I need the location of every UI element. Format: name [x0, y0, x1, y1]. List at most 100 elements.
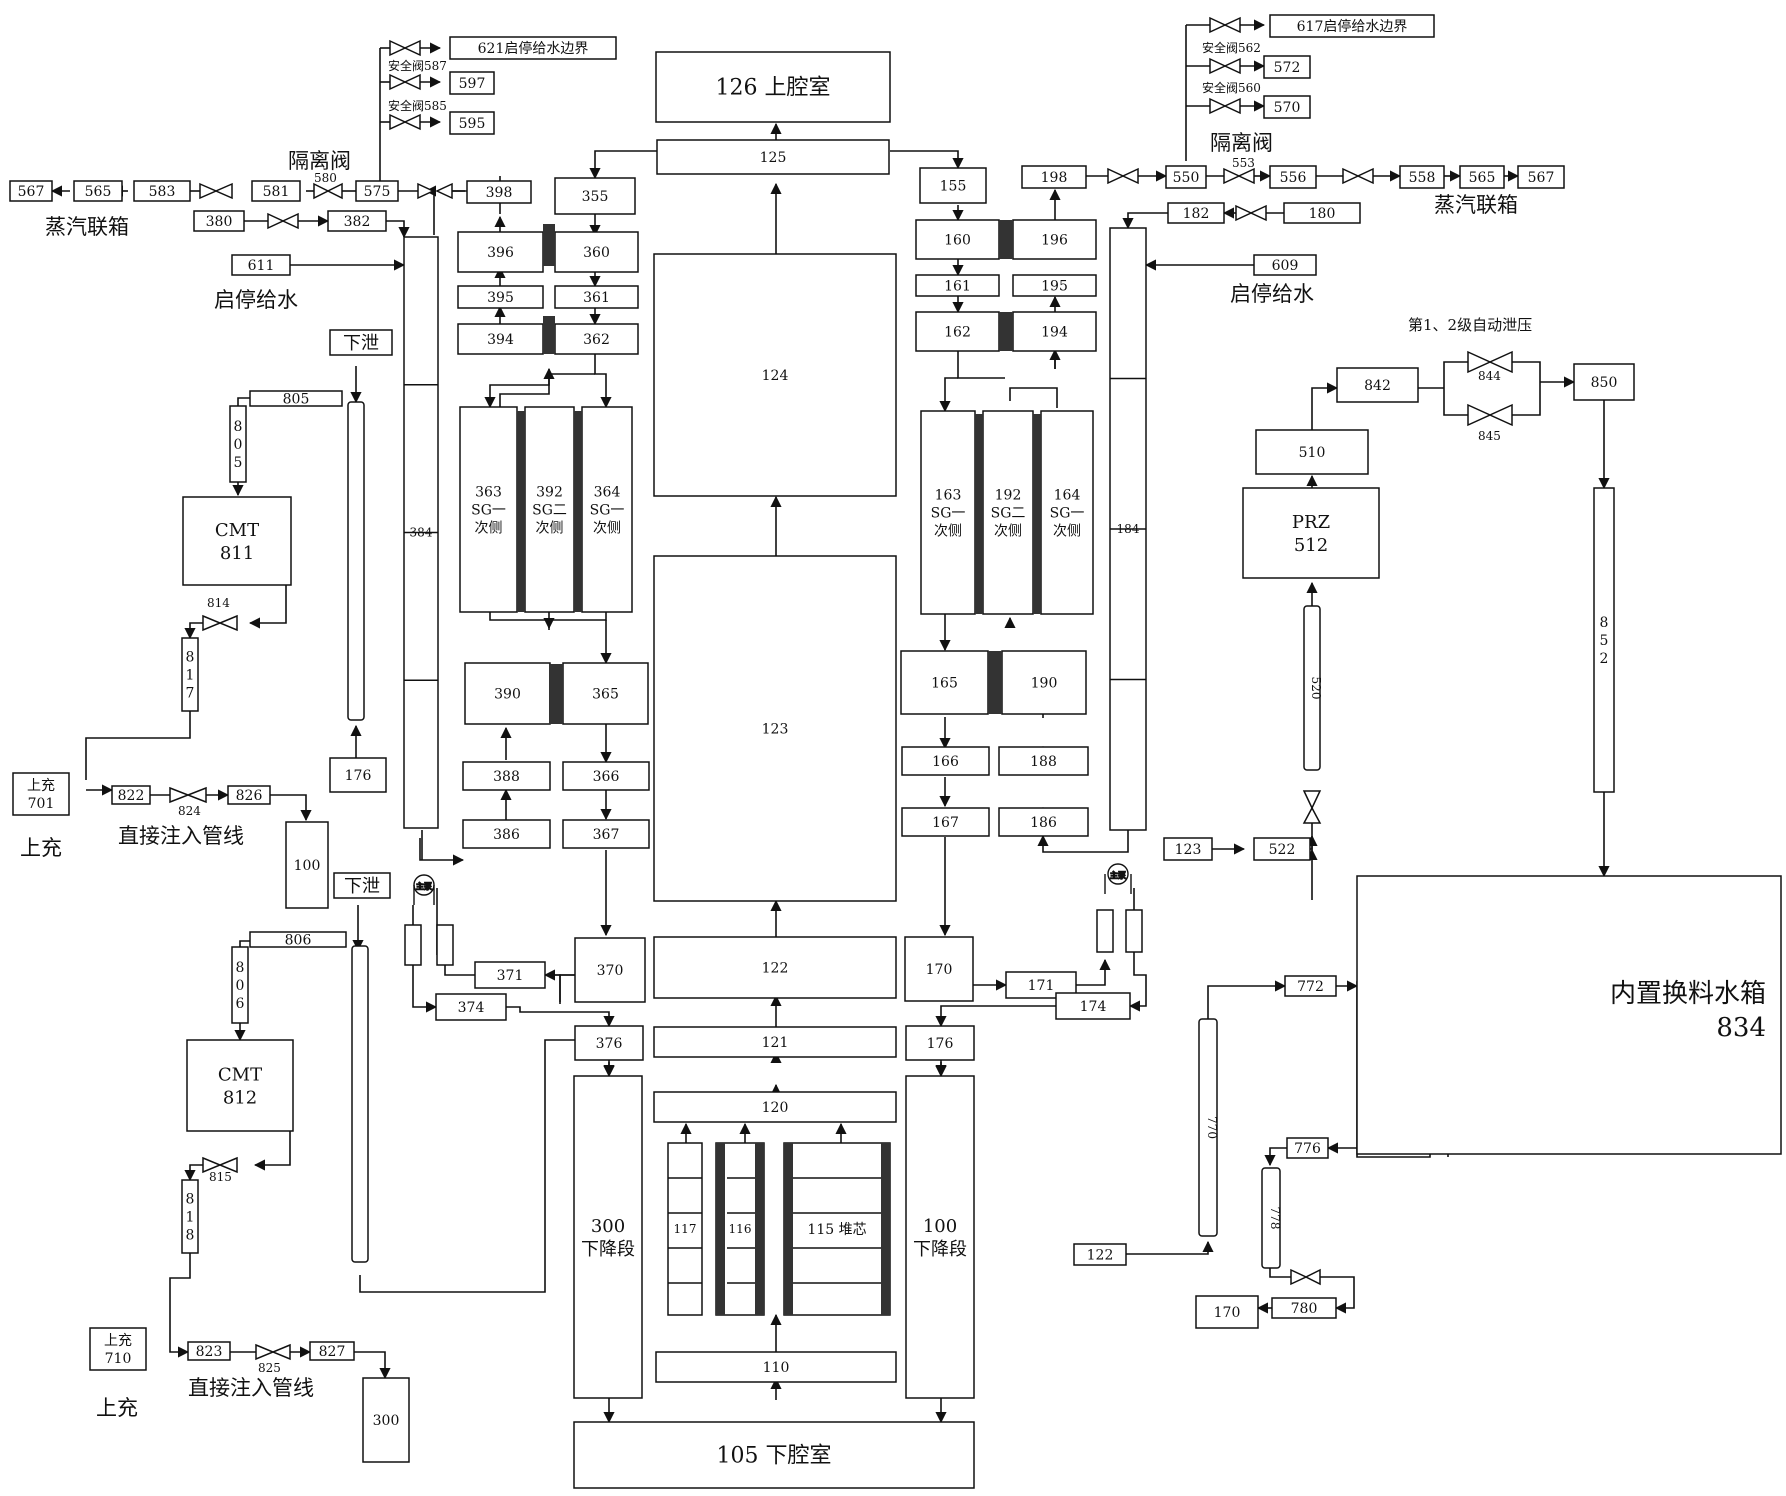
node-380: 380: [193, 210, 245, 232]
auto-depress-label: 第1、2级自动泄压: [1408, 316, 1532, 334]
node-609: 609: [1253, 254, 1317, 276]
valve-562: [1209, 57, 1241, 75]
node-124: 124: [653, 253, 897, 497]
node-806v-label: 6: [236, 996, 245, 1012]
node-370-label: 370: [597, 963, 624, 979]
node-166-label: 166: [932, 754, 959, 770]
node-595-label: 595: [459, 116, 486, 132]
node-163-label: SG一: [931, 505, 966, 521]
node-565l-label: 565: [85, 184, 112, 200]
node-126-label: 126 上腔室: [716, 76, 831, 101]
node-184: 184: [1109, 227, 1147, 831]
node-852: 852: [1593, 487, 1615, 793]
node-805v: 805: [229, 405, 247, 483]
valve-560: [1209, 97, 1241, 115]
node-558: 558: [1399, 165, 1445, 189]
node-362: 362: [554, 323, 639, 355]
node-567l: 567: [9, 180, 53, 202]
steam-header-right-label: 蒸汽联箱: [1434, 193, 1518, 217]
node-100-label: 100: [923, 1216, 957, 1237]
node-194: 194: [1012, 311, 1097, 352]
node-176-label: 176: [927, 1036, 954, 1052]
node-170: 170: [904, 936, 974, 1002]
node-162: 162: [915, 311, 1000, 352]
main-pump-right-icon: 主泵: [1104, 863, 1132, 894]
node-510-label: 510: [1299, 445, 1326, 461]
node-520-label: 520: [1309, 677, 1323, 700]
cmt-812-balance-line: [351, 945, 369, 1263]
node-583-label: 583: [149, 184, 176, 200]
node-198-label: 198: [1041, 170, 1068, 186]
node-398-label: 398: [486, 185, 513, 201]
node-198: 198: [1021, 165, 1087, 189]
node-161: 161: [915, 274, 1000, 297]
valve-815-label: 815: [209, 1170, 232, 1184]
node-388: 388: [462, 761, 551, 791]
valve-553-label: 553: [1232, 156, 1255, 170]
safety-valve-587-label: 安全阀587: [388, 58, 447, 73]
node-116-label: 116: [729, 1222, 752, 1236]
node-361-label: 361: [583, 290, 610, 306]
node-842: 842: [1336, 367, 1419, 403]
node-367-label: 367: [593, 827, 620, 843]
node-827: 827: [309, 1341, 355, 1361]
node-115-label: 115 堆芯: [807, 1222, 866, 1238]
node-392-label: 392: [536, 484, 563, 500]
main-pump-right-label: 主泵: [1110, 870, 1126, 880]
valve-556-558: [1342, 167, 1374, 185]
startup-feed-right-label: 启停给水: [1230, 282, 1314, 306]
node-115: 115 堆芯: [783, 1142, 891, 1316]
valve-198-550: [1107, 167, 1139, 185]
node-371: 371: [474, 961, 546, 989]
node-806: 806: [249, 931, 347, 948]
node-770-label: 770: [1205, 1116, 1219, 1139]
node-355: 355: [554, 177, 636, 215]
node-180: 180: [1283, 202, 1361, 224]
node-823: 823: [187, 1341, 231, 1361]
node-386-label: 386: [493, 827, 520, 843]
node-123: 123: [653, 555, 897, 902]
node-522: 522: [1253, 837, 1311, 861]
node-122b-label: 122: [1087, 1247, 1114, 1263]
cmt-811-balance-line: [347, 401, 365, 721]
node-597: 597: [449, 71, 495, 95]
node-386: 386: [462, 819, 551, 849]
node-123b: 123: [1163, 837, 1213, 861]
node-550: 550: [1165, 165, 1207, 189]
node-395: 395: [457, 285, 544, 309]
node-364-label: 364: [594, 484, 621, 500]
node-817-label: 1: [186, 667, 195, 683]
node-365: 365: [562, 662, 649, 725]
node-192-label: SG二: [991, 505, 1026, 521]
node-510: 510: [1255, 429, 1369, 475]
node-166: 166: [901, 746, 990, 776]
charging-2-label: 上充: [96, 1396, 138, 1420]
node-155: 155: [919, 167, 987, 204]
valve-585: [389, 113, 421, 131]
node-395-label: 395: [487, 290, 514, 306]
valve-778-780: [1290, 1268, 1321, 1286]
node-806v: 806: [231, 946, 249, 1024]
node-165: 165: [900, 650, 989, 715]
valve-617: [1209, 16, 1241, 34]
node-818-label: 1: [186, 1209, 195, 1225]
node-778: 778: [1261, 1167, 1282, 1269]
valve-824-label: 824: [178, 804, 201, 818]
valve-580: [313, 182, 343, 200]
steam-header-left-label: 蒸汽联箱: [45, 215, 129, 239]
node-365-label: 365: [592, 686, 619, 702]
node-374-label: 374: [458, 1000, 485, 1016]
node-376: 376: [574, 1025, 644, 1061]
node-370: 370: [574, 937, 646, 1003]
node-823-label: 823: [196, 1344, 223, 1360]
node-621: 621启停给水边界: [449, 36, 617, 60]
node-174-label: 174: [1080, 999, 1107, 1015]
node-811-label: CMT: [215, 520, 259, 541]
pumps: 主泵 主泵: [413, 863, 1132, 905]
node-126: 126 上腔室: [655, 51, 891, 123]
